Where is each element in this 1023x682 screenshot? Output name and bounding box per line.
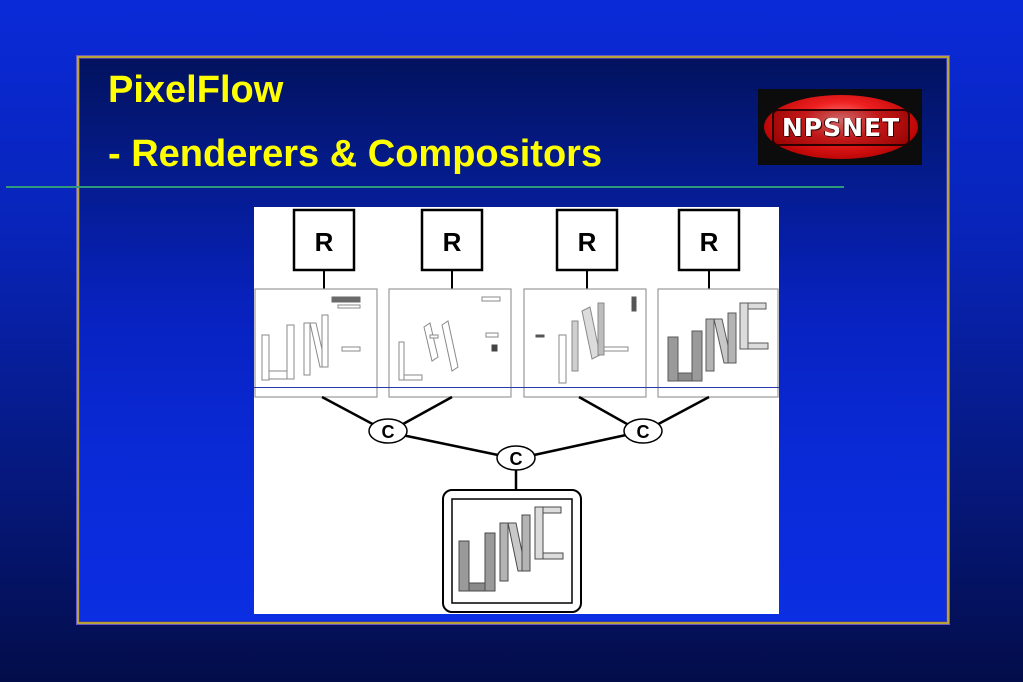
title-line-1: PixelFlow xyxy=(108,69,284,111)
renderer-label-3: R xyxy=(578,227,597,257)
compositor-3: C xyxy=(623,418,663,444)
compositor-1: C xyxy=(368,418,408,444)
partial-image-3 xyxy=(535,296,637,384)
title-line-2: - Renderers & Compositors xyxy=(108,133,603,175)
logo-oval: NPSNET xyxy=(764,95,918,159)
logo-text: NPSNET xyxy=(771,108,911,146)
renderer-1: R xyxy=(292,208,356,272)
npsnet-logo: NPSNET xyxy=(758,89,922,165)
compositor-label-1: C xyxy=(382,422,395,442)
renderer-label-2: R xyxy=(443,227,462,257)
partial-image-4 xyxy=(667,302,769,382)
final-image xyxy=(442,489,582,613)
overlay-line xyxy=(254,387,779,388)
renderer-3: R xyxy=(555,208,619,272)
renderer-label-4: R xyxy=(700,227,719,257)
diagram-svg: R R R R xyxy=(254,207,779,614)
compositor-label-3: C xyxy=(637,422,650,442)
partial-image-2 xyxy=(398,296,501,381)
renderer-connectors xyxy=(323,270,710,289)
slide-title: PixelFlow - Renderers & Compositors xyxy=(108,70,602,174)
partial-image-1 xyxy=(261,296,361,381)
pixelflow-diagram: R R R R xyxy=(254,207,779,614)
renderer-4: R xyxy=(677,208,741,272)
compositor-label-2: C xyxy=(510,449,523,469)
renderer-2: R xyxy=(420,208,484,272)
renderer-label-1: R xyxy=(315,227,334,257)
title-divider xyxy=(6,186,844,188)
compositor-2: C xyxy=(496,445,536,471)
